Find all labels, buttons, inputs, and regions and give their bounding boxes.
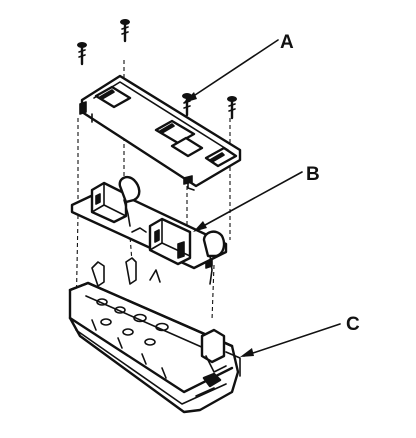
screw-1 (77, 42, 87, 66)
callout-a: A (280, 32, 294, 53)
top-cover (79, 74, 242, 191)
leader-line-b (193, 171, 303, 232)
callout-c: C (346, 314, 360, 335)
screw-2 (120, 19, 130, 43)
circuit-board (70, 175, 228, 285)
base-housing (68, 257, 241, 414)
screw-4 (227, 96, 237, 120)
callout-b: B (306, 164, 320, 185)
leader-line-c (240, 323, 341, 357)
leader-line-a (183, 39, 279, 103)
